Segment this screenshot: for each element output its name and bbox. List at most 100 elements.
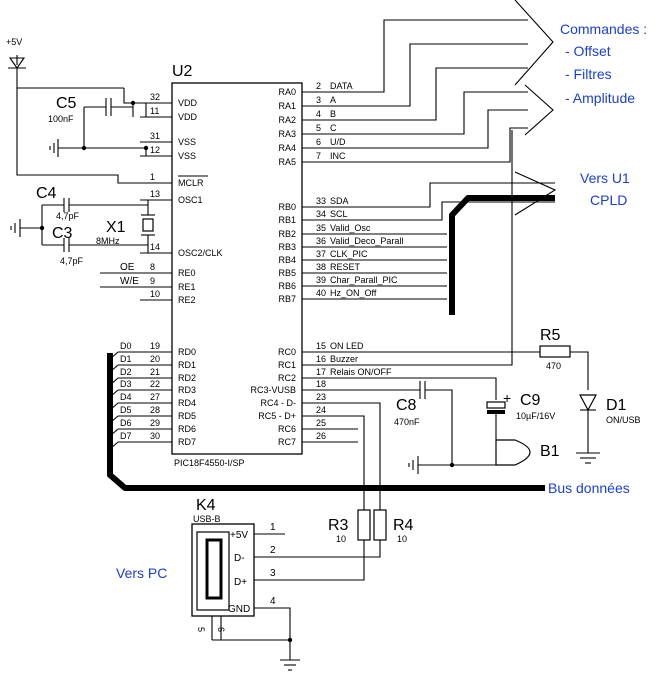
r4-ref: R4 (393, 517, 414, 534)
bus-label: Bus données (548, 480, 630, 496)
commands-annotation: Commandes : - Offset - Filtres - Amplitu… (560, 21, 647, 106)
pin-number: 33 (316, 196, 326, 206)
pin-name: RA1 (278, 101, 296, 111)
pin-name: RB4 (278, 255, 296, 265)
pin-name: RD7 (178, 437, 196, 447)
data-bus-left (107, 353, 545, 491)
pin-name: RB7 (278, 294, 296, 304)
rd-net-label: D2 (120, 367, 132, 377)
pin-number: 15 (316, 341, 326, 351)
c8-ref: C8 (396, 397, 417, 414)
net-oe: OE (120, 262, 135, 273)
vcc-symbol: +5V (6, 37, 170, 184)
net-label: Valid_Osc (330, 223, 371, 233)
pin-name: OSC2/CLK (178, 248, 223, 258)
pin-number: 12 (150, 145, 160, 155)
pin-number: 8 (150, 262, 155, 272)
d1-value: ON/USB (606, 415, 641, 425)
pin-name: VDD (178, 112, 198, 122)
pin-name: OSC1 (178, 195, 203, 205)
x1-value: 8MHz (96, 236, 120, 246)
pin-number: 11 (150, 106, 159, 116)
c8-value: 470nF (394, 417, 420, 427)
pin-number: 14 (150, 242, 160, 252)
pin-name: RC0 (278, 347, 296, 357)
pin-number: 29 (150, 418, 160, 428)
chip-body (171, 82, 303, 455)
c9-ref: C9 (520, 392, 541, 409)
k4-pin2-num: 2 (270, 545, 276, 556)
net-label: B (330, 109, 336, 119)
pin-name: MCLR (178, 178, 204, 188)
pin-number: 7 (316, 151, 321, 161)
k4-pin2-name: D- (234, 553, 245, 564)
k4-ref: K4 (196, 497, 216, 514)
pin-number: 9 (150, 276, 155, 286)
c8-capacitor: C8 470nF (358, 381, 453, 465)
r4-value: 10 (397, 534, 407, 544)
pin-number: 18 (316, 379, 326, 389)
commandes-amplitude: - Amplitude (565, 90, 635, 106)
pin-number: 23 (316, 392, 326, 402)
pin-number: 19 (150, 341, 160, 351)
cpld-bus (449, 195, 555, 315)
net-label: INC (330, 151, 346, 161)
pin-name: RA3 (278, 129, 296, 139)
pin-number: 5 (316, 123, 321, 133)
k4-pin1-num: 1 (270, 522, 276, 533)
chip-ref: U2 (172, 63, 193, 80)
pin-name: RB0 (278, 202, 296, 212)
k4-shield-5: 5 (196, 627, 206, 632)
k4-pin3-name: D+ (234, 577, 247, 588)
c5-value: 100nF (48, 114, 74, 124)
pin-number: 28 (150, 405, 160, 415)
rd-net-label: D0 (120, 341, 132, 351)
pin-name: RC5 - D+ (258, 411, 296, 421)
pin-name: RB1 (278, 215, 296, 225)
rd-net-label: D1 (120, 354, 132, 364)
vers-pc: Vers PC (116, 565, 167, 581)
b1-ref: B1 (540, 443, 560, 460)
net-label: Buzzer (330, 354, 358, 364)
pin-name: RD5 (178, 411, 196, 421)
pin-number: 27 (150, 392, 160, 402)
c9-plus: + (503, 390, 511, 406)
pin-name: RA5 (278, 157, 296, 167)
rd-net-label: D4 (120, 392, 132, 402)
c9-value: 10µF/16V (516, 411, 555, 421)
pin-number: 40 (316, 288, 326, 298)
pin-name: RA2 (278, 115, 296, 125)
commandes-filtres: - Filtres (565, 66, 612, 82)
pin-name: RC4 - D- (261, 398, 297, 408)
net-label: Hz_ON_Off (330, 288, 377, 298)
pin-number: 30 (150, 431, 160, 441)
pin-number: 37 (316, 249, 326, 259)
pin-number: 22 (150, 379, 160, 389)
c5-ref: C5 (56, 95, 77, 112)
cpld-label: CPLD (590, 192, 627, 208)
pin-name: RA0 (278, 87, 296, 97)
pin-number: 17 (316, 367, 326, 377)
net-label: Relais ON/OFF (330, 367, 392, 377)
pin-number: 36 (316, 236, 326, 246)
pin-name: VDD (178, 98, 198, 108)
pin-name: RC3-VUSB (250, 385, 296, 395)
x1-ref: X1 (106, 219, 126, 236)
r3-value: 10 (336, 534, 346, 544)
pin-name: RC6 (278, 424, 296, 434)
c3-ref: C3 (52, 225, 73, 242)
pin-name: RE2 (178, 295, 196, 305)
c4-ref: C4 (36, 185, 57, 202)
pin-number: 3 (316, 95, 321, 105)
re-nets: OE W/E (100, 262, 170, 288)
net-label: SCL (330, 209, 348, 219)
pin-number: 24 (316, 405, 326, 415)
pin-number: 6 (316, 137, 321, 147)
pin-number: 4 (316, 109, 321, 119)
pin-name: RD0 (178, 347, 196, 357)
pin-name: VSS (178, 137, 196, 147)
pin-number: 26 (316, 431, 326, 441)
pin-number: 1 (150, 172, 155, 182)
